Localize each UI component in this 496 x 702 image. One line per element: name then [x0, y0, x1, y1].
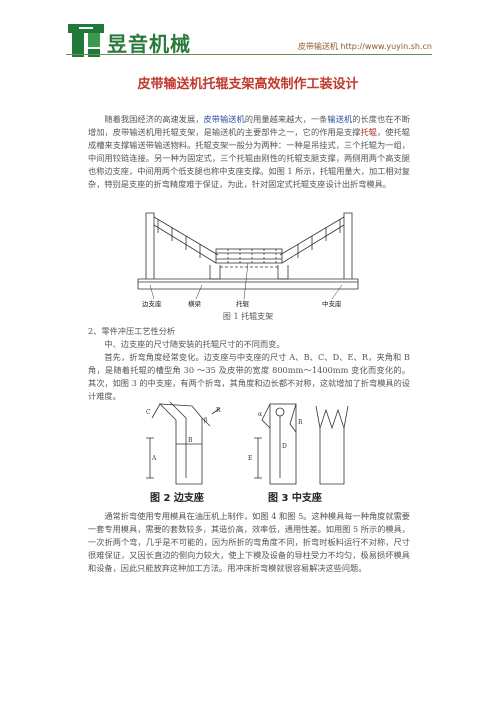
figures-2-3-support-drawings: C β A B R α R E D — [146, 401, 349, 485]
paragraph-die-method: 通常折弯使用专用模具在油压机上制作，如图 4 和图 5。这种模具每一种角度就需要… — [88, 511, 410, 574]
paragraph-size-variation: 中、边支座的尺寸随安装的托辊尺寸的不同而变。 — [104, 339, 285, 349]
keyword-link-idler[interactable]: 托辊 — [360, 127, 377, 138]
company-logo-icon — [68, 24, 104, 57]
keyword-link-belt-conveyor[interactable]: 皮带输送机 — [203, 114, 245, 124]
dim-r-fig3: R — [298, 419, 303, 426]
figure3-caption: 图 3 中支座 — [268, 493, 322, 504]
label-middle-support: 中支座 — [322, 299, 342, 308]
intro-text-b: 的用量越来越大，一条 — [244, 114, 328, 124]
intro-text-c: 的长度也在不断增加，皮带输送机用托辊支架，是输送机的主要部件之一，它的作用是支撑 — [88, 114, 410, 138]
figure2-caption: 图 2 边支座 — [150, 493, 204, 504]
dim-c: C — [146, 409, 151, 416]
dim-r-fig2: R — [216, 407, 221, 414]
page-header: 昱音机械 皮带输送机 http://www.yuyin.sh.cn — [0, 0, 496, 64]
section-heading: 2、零件冲压工艺性分析 — [88, 326, 176, 336]
intro-paragraph: 随着我国经济的高速发展，皮带输送机的用量越来越大，一条输送机的长度也在不断增加，… — [88, 113, 410, 192]
dim-e: E — [248, 455, 252, 462]
brand-name: 昱音机械 — [107, 32, 191, 56]
header-divider — [66, 54, 432, 55]
dim-d: D — [282, 443, 287, 450]
keyword-link-conveyor[interactable]: 输送机 — [327, 114, 353, 124]
figure1-idler-frame-drawing: 边支座 横梁 托辊 中支座 — [137, 212, 359, 308]
figure1-caption: 图 1 托辊支架 — [222, 312, 274, 321]
dim-a: A — [151, 455, 157, 462]
dim-alpha: α — [258, 411, 262, 418]
dim-beta: β — [204, 417, 208, 424]
label-crossbeam: 横梁 — [188, 299, 202, 308]
paragraph-bending-angles: 首先，折弯角度经常变化。边支座与中支座的尺寸 A、B、C、D、E、R，夹角和 B… — [88, 352, 410, 402]
label-side-support: 边支座 — [142, 299, 162, 308]
intro-text-d: ，使托辊成槽来支撑输送带输送物料。托辊支架一般分为两种：一种是吊挂式，三个托辊为… — [88, 127, 410, 190]
label-idler: 托辊 — [236, 299, 250, 308]
intro-text-a: 随着我国经济的高速发展， — [104, 114, 204, 124]
article-title: 皮带输送机托辊支架高效制作工装设计 — [137, 77, 359, 92]
site-url[interactable]: 皮带输送机 http://www.yuyin.sh.cn — [297, 42, 432, 51]
dim-b: B — [188, 437, 193, 444]
